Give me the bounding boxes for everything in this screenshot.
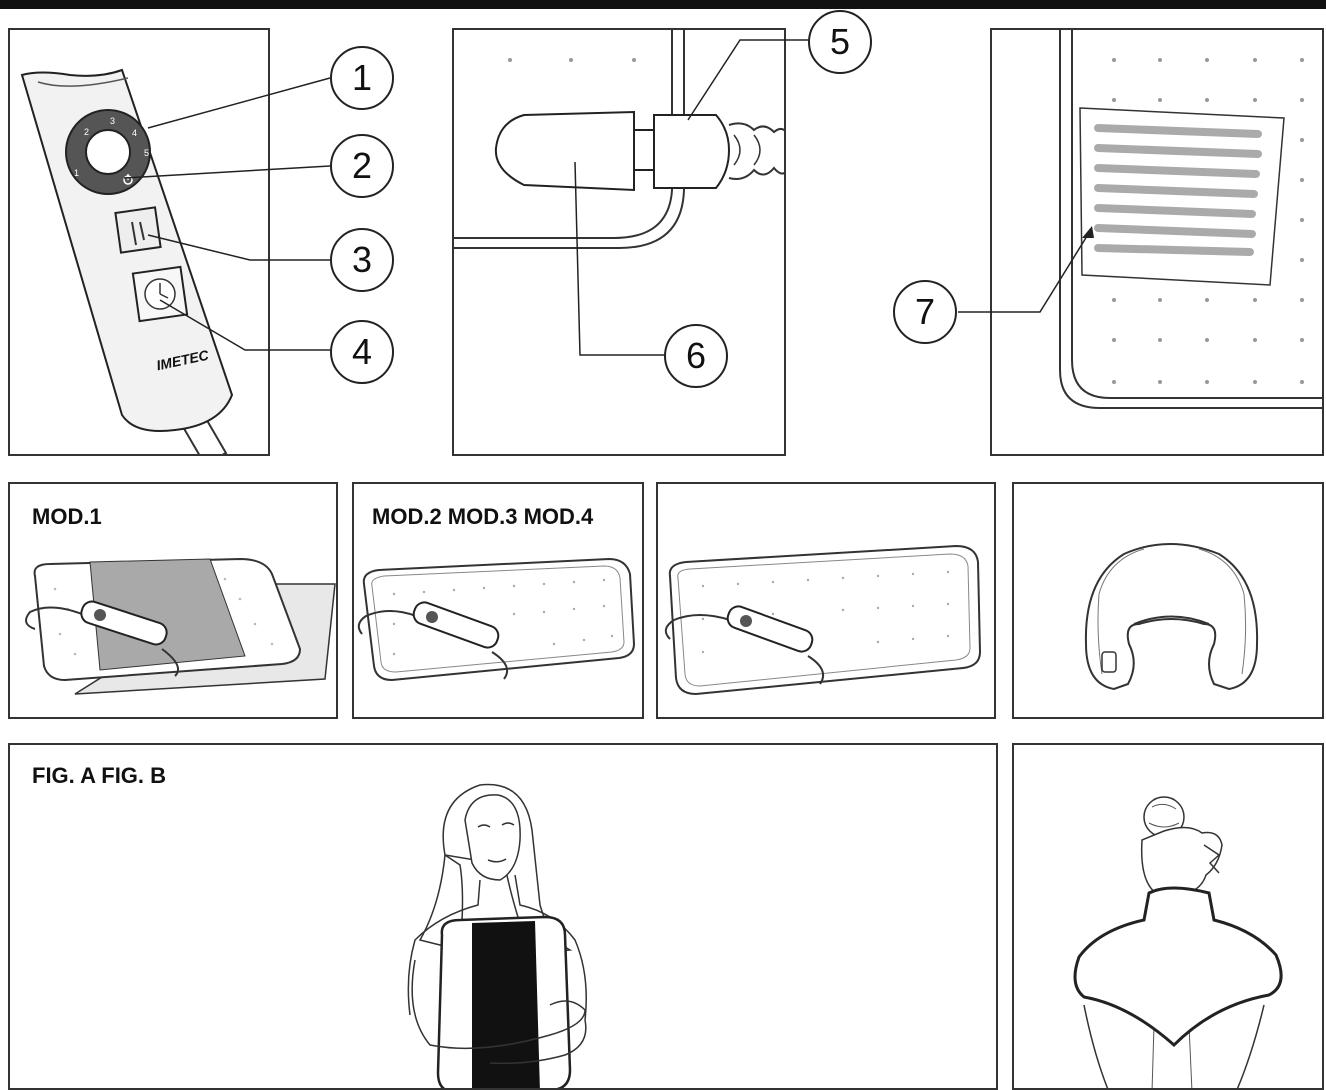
pad-detail-illustration: [1059, 30, 1322, 409]
figure-b-panel: [1012, 743, 1324, 1090]
callout-3: 3: [330, 228, 394, 292]
model-2-pad-illustration: [357, 557, 636, 682]
callout-4: 4: [330, 320, 394, 384]
plug-connector: [494, 110, 654, 192]
model-3-pad-illustration: [664, 544, 982, 696]
neck-wrap-panel: [1012, 482, 1324, 719]
model-1-label: MOD.1: [32, 504, 102, 529]
top-border-bar: [0, 0, 1326, 9]
cable-socket: [653, 114, 784, 189]
heat-level-3: 3: [110, 116, 116, 126]
pad-detail-panel: [990, 28, 1324, 456]
timer-icon: [131, 265, 189, 323]
controller-illustration: [20, 68, 234, 454]
callout-2: 2: [330, 134, 394, 198]
heat-level-5: 5: [144, 148, 150, 158]
model-1-panel: MOD.1: [8, 482, 338, 719]
heat-level-1: 1: [74, 168, 80, 178]
woman-holding-pad-illustration: [407, 783, 587, 1088]
model-2-panel: MOD.2 MOD.3 MOD.4: [352, 482, 644, 719]
model-3-controller: [726, 605, 814, 653]
model-3-panel: [656, 482, 996, 719]
figure-a-panel: FIG. A FIG. B: [8, 743, 998, 1090]
controller-panel: 1 2 3 4 5 IMETEC: [8, 28, 270, 456]
callout-5: 5: [808, 10, 872, 74]
heat-dial: [65, 109, 151, 195]
figure-a-heating-pad: [436, 915, 572, 1088]
woman-back-neck-wrap-illustration: [1073, 796, 1283, 1088]
model-2-controller: [412, 601, 500, 649]
mode-button-icon: [114, 206, 162, 254]
callout-1: 1: [330, 46, 394, 110]
neck-wrap-illustration: [1084, 543, 1259, 691]
heat-level-2: 2: [84, 127, 90, 137]
model-1-pad-illustration: [25, 557, 336, 695]
connector-illustration: [454, 30, 784, 249]
heating-element: [1079, 107, 1285, 286]
callout-6: 6: [664, 324, 728, 388]
connector-panel: [452, 28, 786, 456]
neck-wrap-connector: [1101, 651, 1117, 673]
heat-level-4: 4: [132, 128, 138, 138]
model-2-4-label: MOD.2 MOD.3 MOD.4: [372, 504, 594, 529]
figure-b-neck-wrap: [1073, 886, 1283, 1048]
callout-7: 7: [893, 280, 957, 344]
figure-label: FIG. A FIG. B: [32, 763, 167, 788]
model-1-controller: [80, 600, 168, 646]
